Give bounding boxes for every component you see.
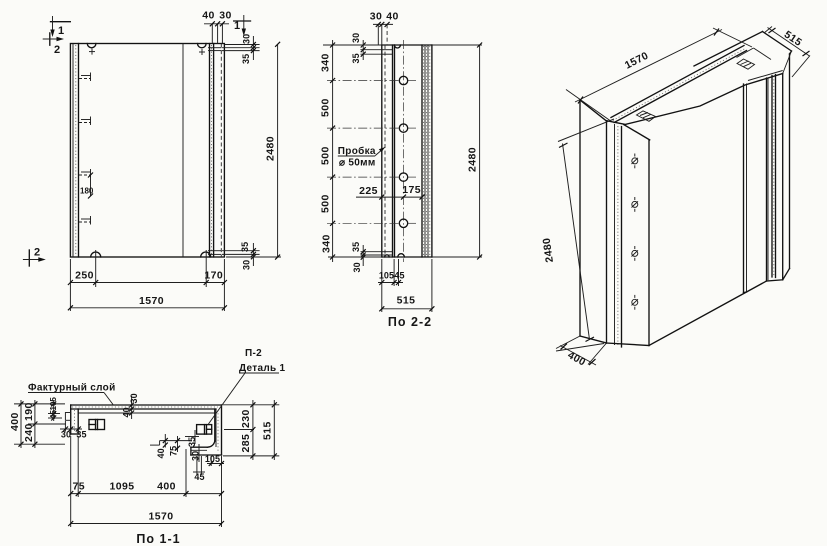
isometric-view: 1570 515 2480 400 bbox=[541, 26, 811, 369]
dim-label: 2480 bbox=[541, 237, 556, 263]
dim-label: 40 bbox=[122, 407, 132, 417]
section-2-2-title: По 2-2 bbox=[388, 315, 432, 329]
dim-label: 1570 bbox=[139, 295, 164, 307]
dim-label: 75 bbox=[73, 481, 85, 493]
plug-hole bbox=[398, 123, 409, 133]
dim-label: 515 bbox=[397, 295, 416, 307]
dim-label: 230 bbox=[240, 409, 252, 428]
dim-label: 35 bbox=[76, 430, 86, 440]
panel-outline bbox=[69, 42, 226, 258]
dim-label: 500 bbox=[320, 194, 332, 213]
section-1-1-view: 40 75 35 30 105 45 Фактурный слой П-2 Де… bbox=[9, 348, 286, 546]
dim-label: 340 bbox=[320, 53, 332, 72]
dim-label: 40 bbox=[202, 10, 214, 22]
dim-label: 2480 bbox=[467, 147, 479, 172]
dim-label: 35 bbox=[187, 437, 197, 447]
section-mark: 2 bbox=[54, 44, 60, 56]
dim-label: 30 bbox=[129, 393, 139, 403]
dim-label: 1095 bbox=[110, 481, 135, 493]
dim-label: 190 bbox=[23, 402, 35, 421]
dim-label: 40 bbox=[386, 11, 398, 23]
section-1-1-title: По 1-1 bbox=[136, 532, 180, 546]
section-mark: 2 bbox=[34, 247, 40, 259]
dim-label: 340 bbox=[321, 234, 333, 253]
dim-label: 30 bbox=[370, 11, 382, 23]
plug-hole bbox=[398, 172, 409, 182]
section-mark: 1 bbox=[58, 25, 64, 37]
front-elevation-view: 180 40 30 1 1 2 2 bbox=[22, 10, 281, 311]
dim-label: 30 bbox=[242, 260, 252, 270]
dim-label: 105 bbox=[49, 397, 58, 411]
plug-note-line2: ⌀ 50мм bbox=[339, 158, 376, 169]
dim-label: 40 bbox=[156, 448, 166, 458]
dim-label: 105 bbox=[205, 454, 220, 464]
dim-label: 45 bbox=[49, 410, 58, 419]
dim-label: 180 bbox=[80, 187, 94, 196]
dim-label: 500 bbox=[320, 146, 332, 165]
dim-label: 225 bbox=[359, 185, 378, 197]
dim-label: 30 bbox=[352, 262, 362, 272]
dim-label: 400 bbox=[9, 412, 21, 431]
dim-label: 400 bbox=[157, 481, 176, 493]
detail-note-line2: Деталь 1 bbox=[239, 363, 286, 374]
dim-label: 515 bbox=[262, 421, 274, 440]
plug-hole bbox=[398, 75, 409, 86]
dim-label: 35 bbox=[241, 54, 251, 64]
anchor-hooks bbox=[79, 72, 91, 225]
dim-label: 285 bbox=[240, 434, 252, 453]
dim-label: 75 bbox=[169, 446, 179, 456]
plug-note-line1: Пробка bbox=[338, 145, 376, 157]
dim-label: 1570 bbox=[149, 511, 174, 523]
dim-label: 30 bbox=[242, 34, 252, 44]
dim-label: 45 bbox=[194, 472, 204, 482]
dim-label: 35 bbox=[351, 53, 361, 63]
dim-label: 240 bbox=[23, 423, 35, 442]
dim-label: 105 bbox=[379, 271, 394, 281]
top-pockets bbox=[635, 58, 756, 122]
section-2-2-view: 30 35 35 30 30 40 bbox=[320, 11, 483, 329]
dim-label: 30 bbox=[191, 451, 201, 461]
plug-hole bbox=[398, 218, 409, 229]
facade-note: Фактурный слой bbox=[28, 383, 116, 394]
embedded-part-2 bbox=[195, 423, 213, 435]
dim-label: 175 bbox=[402, 184, 421, 196]
dim-label: 30 bbox=[219, 10, 231, 22]
dim-label: 35 bbox=[240, 242, 250, 252]
dim-label: 35 bbox=[351, 242, 361, 252]
dim-label: 500 bbox=[320, 98, 332, 117]
dim-label: 2480 bbox=[265, 136, 277, 161]
dim-label: 250 bbox=[75, 270, 94, 282]
dim-label: 30 bbox=[61, 430, 71, 440]
embedded-part-1 bbox=[88, 418, 106, 431]
dim-label: 30 bbox=[351, 33, 361, 43]
dim-label: 170 bbox=[204, 270, 223, 282]
section-mark: 1 bbox=[234, 20, 240, 32]
detail-note-line1: П-2 bbox=[245, 348, 262, 359]
dim-label: 45 bbox=[394, 271, 404, 281]
plug-marks bbox=[631, 153, 639, 310]
